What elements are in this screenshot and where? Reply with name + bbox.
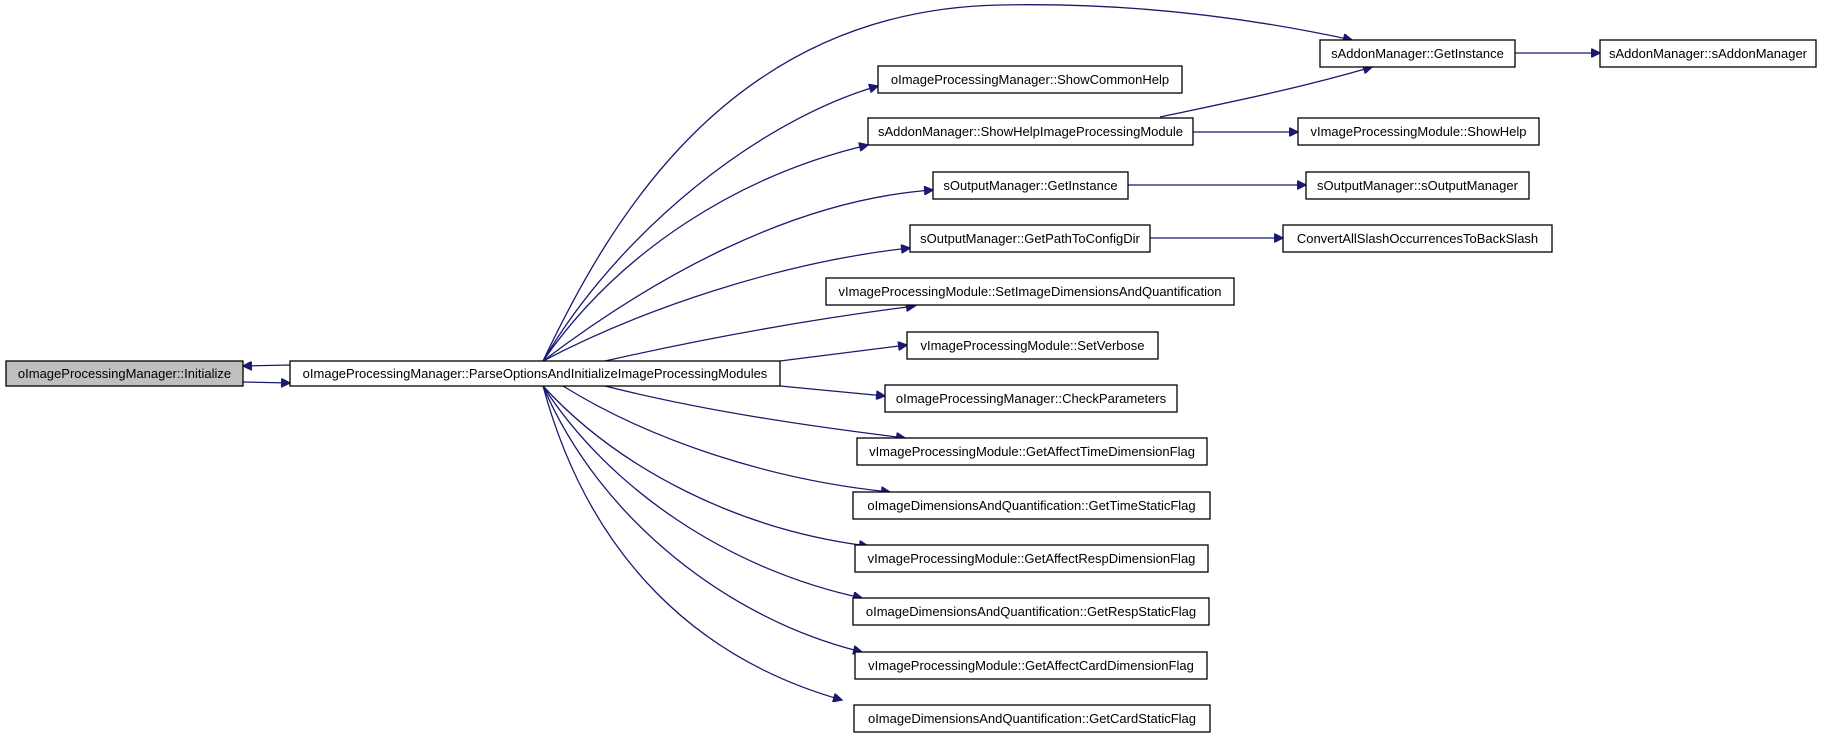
node-output-get-instance-label: sOutputManager::GetInstance <box>943 178 1117 193</box>
node-affect-time-flag-label: vImageProcessingModule::GetAffectTimeDim… <box>869 444 1195 459</box>
node-affect-card-flag-label: vImageProcessingModule::GetAffectCardDim… <box>868 658 1194 673</box>
node-addon-ctor[interactable]: sAddonManager::sAddonManager <box>1599 39 1817 68</box>
node-card-static-flag[interactable]: oImageDimensionsAndQuantification::GetCa… <box>853 704 1211 733</box>
node-parse-options-box <box>289 360 781 387</box>
node-affect-card-flag[interactable]: vImageProcessingModule::GetAffectCardDim… <box>854 651 1208 680</box>
edge-parse-to-aff-time <box>604 385 905 438</box>
node-addon-ctor-box <box>1599 39 1817 68</box>
node-show-common-help-box <box>877 65 1183 94</box>
node-check-parameters[interactable]: oImageProcessingManager::CheckParameters <box>884 384 1178 413</box>
node-path-to-config-dir-label: sOutputManager::GetPathToConfigDir <box>920 231 1140 246</box>
node-parse-options[interactable]: oImageProcessingManager::ParseOptionsAnd… <box>289 360 781 387</box>
edge-parse-to-set-dims <box>604 306 915 362</box>
node-output-ctor-label: sOutputManager::sOutputManager <box>1317 178 1519 193</box>
node-parse-options-label: oImageProcessingManager::ParseOptionsAnd… <box>303 366 768 381</box>
node-initialize-label: oImageProcessingManager::Initialize <box>18 366 231 381</box>
node-show-common-help[interactable]: oImageProcessingManager::ShowCommonHelp <box>877 65 1183 94</box>
node-vshow-help-label: vImageProcessingModule::ShowHelp <box>1310 124 1526 139</box>
node-convert-slash-label: ConvertAllSlashOccurrencesToBackSlash <box>1297 231 1538 246</box>
edge-parse-to-aff-card <box>542 385 862 652</box>
node-set-verbose-label: vImageProcessingModule::SetVerbose <box>920 338 1144 353</box>
edge-parse-to-set-verbose <box>779 345 907 362</box>
edges <box>242 4 1600 700</box>
edge-parse-to-time-static <box>562 385 890 492</box>
node-time-static-flag-box <box>852 491 1211 520</box>
node-affect-time-flag-box <box>856 437 1208 466</box>
node-path-to-config-dir-box <box>909 224 1151 253</box>
edge-show-help-mod-to-addon-get <box>1159 67 1372 118</box>
node-output-ctor-box <box>1305 171 1530 200</box>
node-output-ctor[interactable]: sOutputManager::sOutputManager <box>1305 171 1530 200</box>
node-initialize-box <box>5 360 244 387</box>
node-set-verbose-box <box>906 331 1159 360</box>
node-time-static-flag-label: oImageDimensionsAndQuantification::GetTi… <box>867 498 1195 513</box>
edge-parse-to-show-help-mod <box>542 145 868 362</box>
node-affect-time-flag[interactable]: vImageProcessingModule::GetAffectTimeDim… <box>856 437 1208 466</box>
node-addon-ctor-label: sAddonManager::sAddonManager <box>1609 46 1808 61</box>
edge-init-to-parse <box>242 382 290 383</box>
node-addon-get-instance[interactable]: sAddonManager::GetInstance <box>1319 39 1516 68</box>
node-card-static-flag-label: oImageDimensionsAndQuantification::GetCa… <box>868 711 1196 726</box>
node-initialize[interactable]: oImageProcessingManager::Initialize <box>5 360 244 387</box>
node-convert-slash-box <box>1282 224 1553 253</box>
node-set-image-dimensions[interactable]: vImageProcessingModule::SetImageDimensio… <box>825 277 1235 306</box>
node-affect-resp-flag[interactable]: vImageProcessingModule::GetAffectRespDim… <box>854 544 1209 573</box>
node-affect-resp-flag-label: vImageProcessingModule::GetAffectRespDim… <box>868 551 1196 566</box>
edge-parse-to-init <box>243 365 291 366</box>
node-affect-resp-flag-box <box>854 544 1209 573</box>
edge-parse-to-resp-static <box>542 385 862 598</box>
node-resp-static-flag[interactable]: oImageDimensionsAndQuantification::GetRe… <box>852 597 1210 626</box>
edge-parse-to-common-help <box>542 86 878 362</box>
node-show-help-module[interactable]: sAddonManager::ShowHelpImageProcessingMo… <box>867 117 1194 146</box>
node-show-help-module-box <box>867 117 1194 146</box>
node-show-common-help-label: oImageProcessingManager::ShowCommonHelp <box>891 72 1169 87</box>
node-output-get-instance-box <box>932 171 1129 200</box>
node-addon-get-instance-label: sAddonManager::GetInstance <box>1331 46 1504 61</box>
node-set-verbose[interactable]: vImageProcessingModule::SetVerbose <box>906 331 1159 360</box>
node-path-to-config-dir[interactable]: sOutputManager::GetPathToConfigDir <box>909 224 1151 253</box>
node-resp-static-flag-box <box>852 597 1210 626</box>
edge-parse-to-check-params <box>779 385 885 396</box>
node-convert-slash[interactable]: ConvertAllSlashOccurrencesToBackSlash <box>1282 224 1553 253</box>
node-vshow-help-box <box>1297 117 1540 146</box>
node-resp-static-flag-label: oImageDimensionsAndQuantification::GetRe… <box>866 604 1196 619</box>
node-vshow-help[interactable]: vImageProcessingModule::ShowHelp <box>1297 117 1540 146</box>
node-affect-card-flag-box <box>854 651 1208 680</box>
nodes: oImageProcessingManager::Initialize oIma… <box>5 39 1817 733</box>
node-card-static-flag-box <box>853 704 1211 733</box>
node-set-image-dimensions-box <box>825 277 1235 306</box>
node-set-image-dimensions-label: vImageProcessingModule::SetImageDimensio… <box>839 284 1222 299</box>
node-time-static-flag[interactable]: oImageDimensionsAndQuantification::GetTi… <box>852 491 1211 520</box>
node-output-get-instance[interactable]: sOutputManager::GetInstance <box>932 171 1129 200</box>
edge-parse-to-out-get <box>542 190 933 362</box>
edge-parse-to-aff-resp <box>542 385 868 546</box>
edge-parse-to-path-cfg <box>542 248 910 362</box>
node-check-parameters-label: oImageProcessingManager::CheckParameters <box>896 391 1167 406</box>
node-show-help-module-label: sAddonManager::ShowHelpImageProcessingMo… <box>878 124 1183 139</box>
node-addon-get-instance-box <box>1319 39 1516 68</box>
node-check-parameters-box <box>884 384 1178 413</box>
edge-parse-to-addon-get <box>542 4 1352 362</box>
edge-parse-to-card-static <box>542 385 842 700</box>
